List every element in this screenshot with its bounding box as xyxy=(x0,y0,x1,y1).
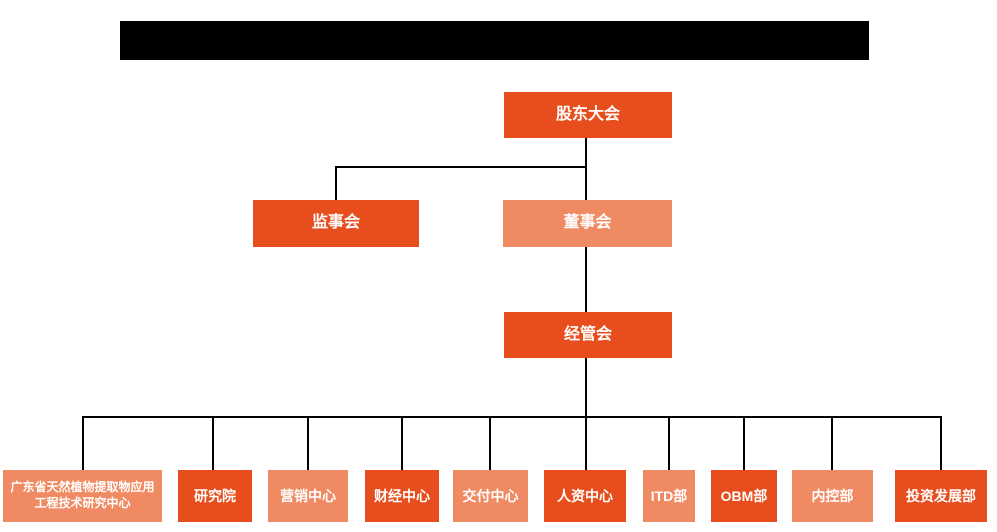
connector-drop-investment xyxy=(940,416,942,470)
redacted-title-bar xyxy=(120,21,869,60)
org-node-label: OBM部 xyxy=(720,487,768,504)
connector-drop-finance xyxy=(401,416,403,470)
connector-board-to-management xyxy=(585,247,587,312)
org-node-label: 财经中心 xyxy=(374,487,430,504)
org-node-dept-plant-extract-research-center: 广东省天然植物提取物应用工程技术研究中心 xyxy=(3,470,162,522)
connector-branch-horizontal xyxy=(335,166,587,168)
org-node-label: 投资发展部 xyxy=(906,487,976,504)
connector-drop-marketing xyxy=(307,416,309,470)
org-node-label: 内控部 xyxy=(811,487,854,504)
org-node-dept-delivery-center: 交付中心 xyxy=(453,470,528,522)
org-node-label: 股东大会 xyxy=(555,105,620,123)
org-node-label: 研究院 xyxy=(194,487,236,504)
connector-drop-itd xyxy=(668,416,670,470)
connector-shareholders-down xyxy=(585,138,587,200)
org-node-dept-hr-center: 人资中心 xyxy=(544,470,626,522)
connector-drop-research-center xyxy=(82,416,84,470)
connector-drop-obm xyxy=(743,416,745,470)
org-node-dept-itd: ITD部 xyxy=(643,470,695,522)
org-node-label: 营销中心 xyxy=(280,487,336,504)
org-node-dept-research-institute: 研究院 xyxy=(178,470,252,522)
org-node-dept-obm: OBM部 xyxy=(711,470,777,522)
org-node-dept-internal-control: 内控部 xyxy=(792,470,873,522)
org-node-supervisory-board: 监事会 xyxy=(253,200,419,247)
org-node-shareholders-meeting: 股东大会 xyxy=(504,92,672,138)
org-node-dept-marketing-center: 营销中心 xyxy=(268,470,348,522)
connector-drop-delivery xyxy=(489,416,491,470)
connector-management-down xyxy=(585,358,587,470)
org-node-label: 监事会 xyxy=(311,214,360,232)
org-node-label: 经管会 xyxy=(563,325,612,343)
org-node-dept-investment-development: 投资发展部 xyxy=(895,470,987,522)
org-node-label: 广东省天然植物提取物应用工程技术研究中心 xyxy=(10,480,155,510)
org-node-board-of-directors: 董事会 xyxy=(503,200,672,247)
connector-drop-internal-control xyxy=(831,416,833,470)
org-node-label: ITD部 xyxy=(650,487,688,504)
org-node-label: 交付中心 xyxy=(462,487,519,504)
connector-supervisory-drop xyxy=(335,166,337,200)
org-node-label: 董事会 xyxy=(563,214,612,232)
org-node-dept-finance-center: 财经中心 xyxy=(365,470,439,522)
connector-departments-bus xyxy=(82,416,942,418)
org-node-label: 人资中心 xyxy=(557,487,613,504)
org-node-management-committee: 经管会 xyxy=(504,312,672,358)
connector-drop-research-institute xyxy=(212,416,214,470)
